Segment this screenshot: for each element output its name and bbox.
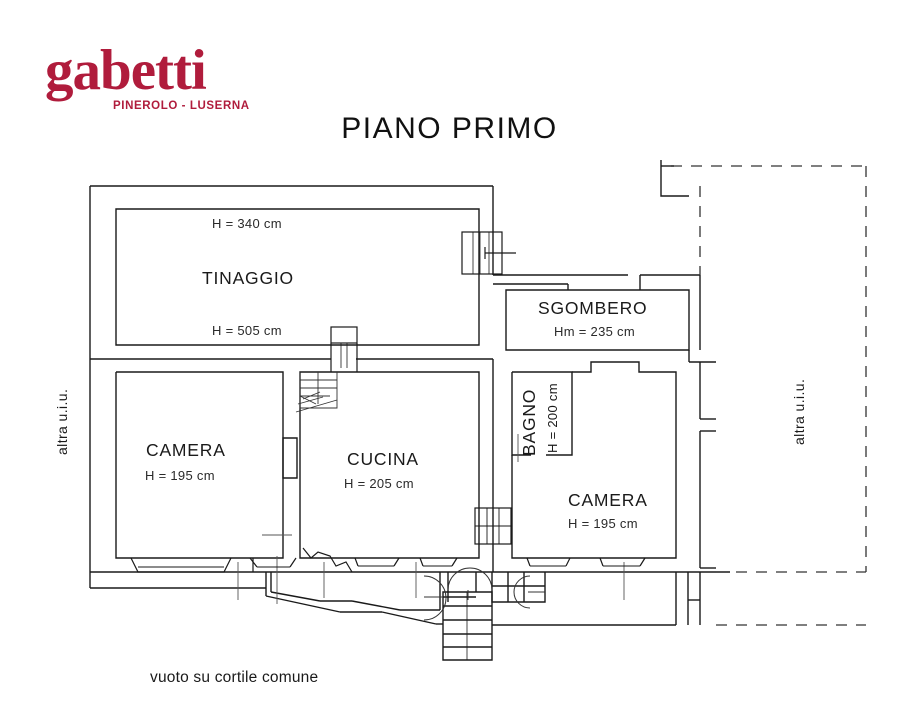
room-cucina-outline — [299, 371, 480, 559]
window-edge-4a — [419, 557, 424, 567]
cucina-height: H = 205 cm — [344, 476, 414, 491]
pier-camera-cucina — [282, 437, 298, 479]
gabetti-logo: gabetti PINEROLO - LUSERNA — [45, 42, 255, 114]
logo-subtitle: PINEROLO - LUSERNA — [113, 100, 250, 112]
tinaggio-height-top: H = 340 cm — [212, 216, 282, 231]
window-edge-2b — [289, 557, 297, 568]
page-title: PIANO PRIMO — [341, 112, 558, 145]
internal-stair-outline — [299, 372, 338, 409]
logo-wordmark: gabetti — [45, 39, 207, 102]
window-edge-3b — [393, 557, 400, 567]
staircase-right — [491, 572, 546, 603]
internal-stair-winder-a — [299, 395, 317, 405]
room-camera-right-outline — [511, 361, 677, 559]
room-tinaggio-outline — [115, 208, 480, 346]
window-symbol-1 — [130, 557, 232, 573]
room-bagno-outline — [512, 371, 573, 456]
internal-stair-winder-b — [302, 391, 321, 400]
room-camera-left-outline — [115, 371, 284, 559]
camera-left-height: H = 195 cm — [145, 468, 215, 483]
window-edge-4b — [451, 557, 458, 567]
room-label-camera-left: CAMERA — [146, 440, 226, 460]
window-edge-3a — [354, 557, 359, 567]
window-edge-2 — [249, 557, 258, 568]
courtyard-edge-a — [270, 591, 321, 602]
tinaggio-height-bottom: H = 505 cm — [212, 323, 282, 338]
camera-right-height: H = 195 cm — [568, 516, 638, 531]
window-edge-5b — [565, 557, 571, 567]
window-edge-6a — [599, 557, 604, 567]
sgombero-height: Hm = 235 cm — [554, 324, 635, 339]
room-label-bagno: BAGNO — [519, 388, 539, 456]
courtyard-edge-f — [265, 595, 341, 613]
neighbour-corner-bracket — [660, 160, 689, 197]
window-edge-6b — [639, 557, 646, 567]
room-label-sgombero: SGOMBERO — [538, 298, 648, 318]
courtyard-edge-h — [381, 611, 437, 625]
door-swing-arc-1 — [423, 575, 447, 621]
bagno-height: H = 200 cm — [545, 383, 560, 453]
note-altra-uiu-right: altra u.i.u. — [791, 378, 807, 445]
duct-symbol — [330, 326, 358, 344]
courtyard-edge-c — [351, 600, 401, 611]
irregular-wall-break — [302, 547, 353, 573]
internal-stair-tread-4 — [297, 396, 324, 405]
room-label-tinaggio: TINAGGIO — [202, 268, 294, 288]
door-swing-arc-3 — [447, 567, 493, 591]
staircase-central — [442, 591, 493, 661]
note-vuoto-su-cortile-comune: vuoto su cortile comune — [150, 669, 319, 686]
internal-stair-winder-edge — [295, 399, 338, 413]
door-swing-arc-2 — [513, 575, 531, 609]
note-altra-uiu-left: altra u.i.u. — [54, 388, 70, 455]
window-edge-5a — [526, 557, 531, 567]
room-label-cucina: CUCINA — [347, 449, 419, 469]
room-label-camera-right: CAMERA — [568, 490, 648, 510]
